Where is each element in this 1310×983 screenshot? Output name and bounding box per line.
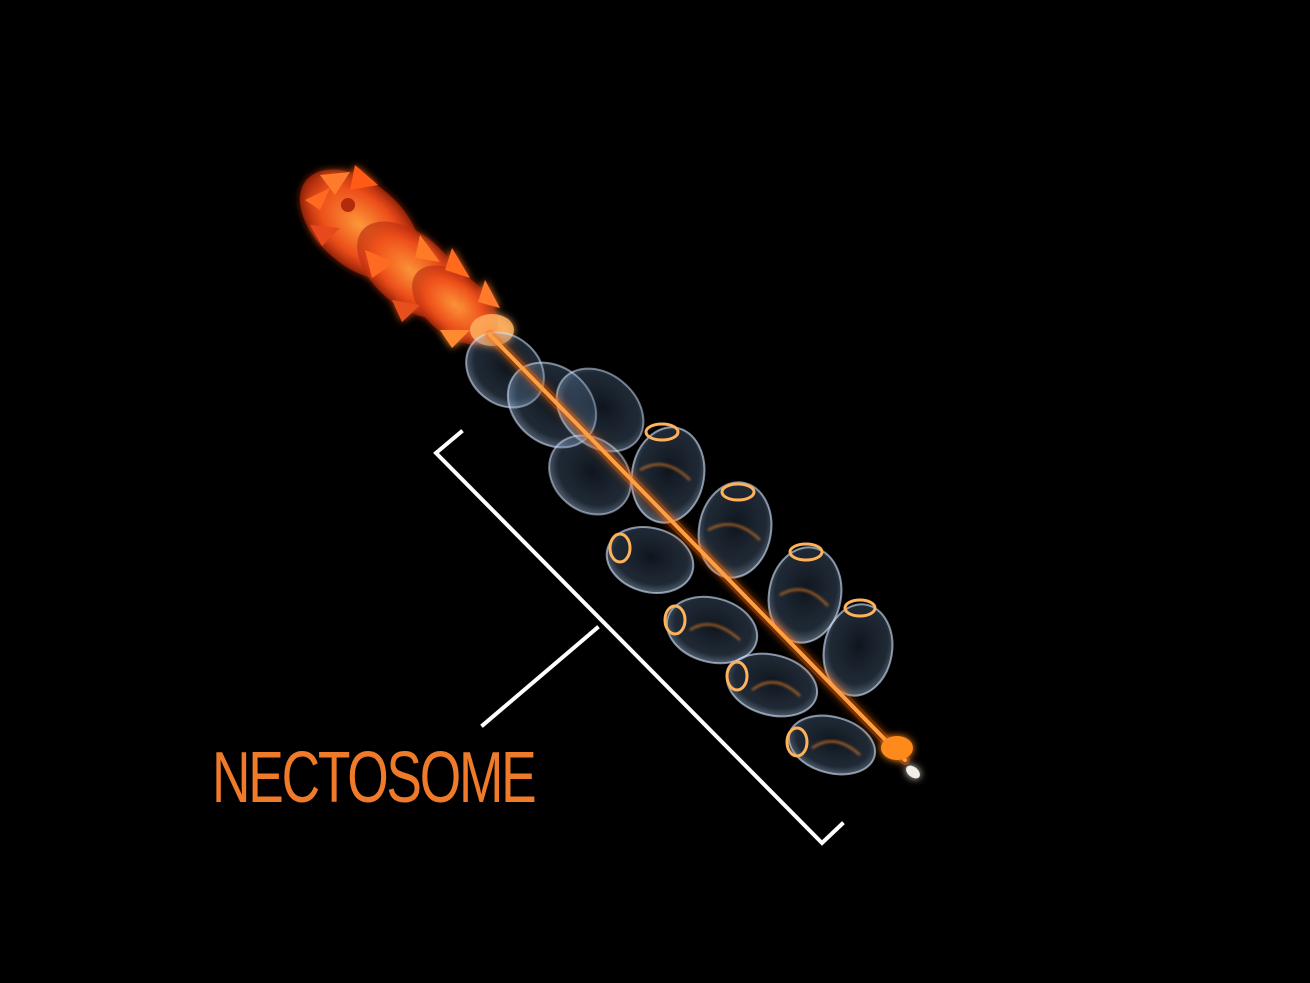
- float: [881, 736, 920, 779]
- siphonophore: [299, 165, 920, 779]
- nectosome-label: NECTOSOME: [212, 738, 537, 818]
- crown: [299, 165, 514, 348]
- nectosome-bracket: [433, 429, 845, 846]
- stem: [485, 330, 910, 765]
- swimming-bells: [465, 331, 894, 776]
